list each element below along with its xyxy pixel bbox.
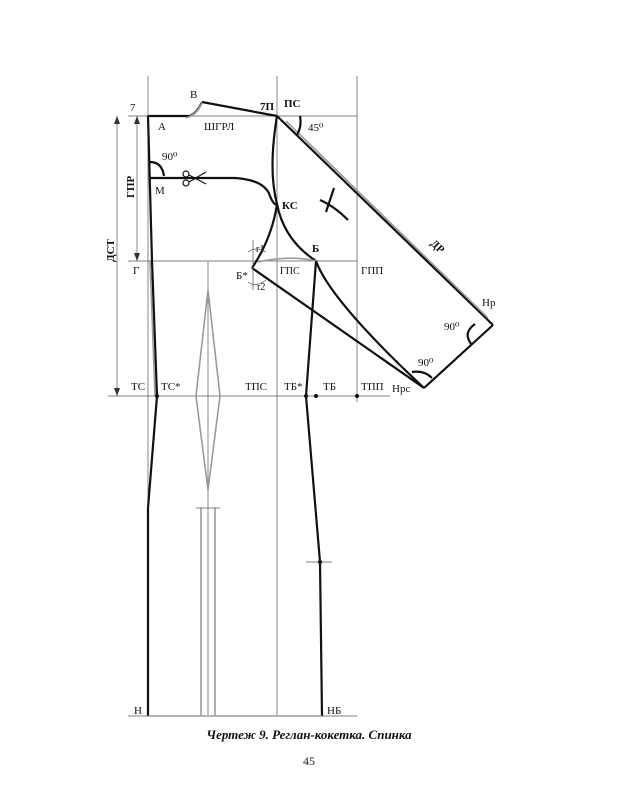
waist-dart xyxy=(195,262,221,716)
label-dr: ДР xyxy=(428,238,447,257)
point-tb-star xyxy=(304,394,308,398)
dart-shape xyxy=(195,289,221,491)
back-neckline-shadow xyxy=(185,101,203,119)
sleeve-top-shadow xyxy=(285,120,489,319)
point-hip-b xyxy=(318,560,322,564)
label-tb-star: ТБ* xyxy=(284,381,303,393)
label-nb: НБ xyxy=(327,705,341,717)
marks xyxy=(149,160,359,564)
dst-arrow-bottom xyxy=(114,388,120,396)
label-tps: ТПС xyxy=(245,381,267,393)
point-tb xyxy=(314,394,318,398)
yoke-line xyxy=(150,176,278,206)
label-gpr: ГПР xyxy=(125,175,137,198)
label-tpp: ТПП xyxy=(361,381,384,393)
center-back-line xyxy=(146,115,159,716)
label-ps: ПС xyxy=(284,98,301,110)
back-side-seam xyxy=(304,260,324,717)
angle-arc-nrs xyxy=(411,370,433,379)
label-m: М xyxy=(155,185,165,197)
sleeve-top-line xyxy=(276,115,494,326)
label-n: Н xyxy=(134,705,142,717)
angle-arc-m xyxy=(149,160,166,177)
label-b-star: Б* xyxy=(236,270,248,282)
raglan-sleeve xyxy=(251,115,494,389)
figure-caption: Чертеж 9. Реглан-кокетка. Спинка xyxy=(206,727,412,742)
scissors-icon xyxy=(182,170,207,187)
label-gpp: ГПП xyxy=(361,265,383,277)
r2-arc xyxy=(247,279,267,285)
back-contour xyxy=(146,100,324,717)
sleeve-lower-seam xyxy=(314,260,425,389)
label-90-nr: 90⁰ xyxy=(444,321,460,333)
gpr-arrow-top xyxy=(134,116,140,124)
point-tpp xyxy=(355,394,359,398)
label-r1: r1 xyxy=(256,244,264,255)
label-ts: ТС xyxy=(131,381,145,393)
label-ts-star: ТС* xyxy=(161,381,181,393)
label-7: 7 xyxy=(130,102,136,114)
angle-arc-nr xyxy=(466,323,476,346)
label-nr: Нр xyxy=(482,297,496,309)
angle-arc-45 xyxy=(296,115,302,136)
label-90-m: 90⁰ xyxy=(162,151,178,163)
label-v: В xyxy=(190,89,197,101)
label-90-nrs: 90⁰ xyxy=(418,357,434,369)
armhole-curve xyxy=(251,203,279,269)
page-number: 45 xyxy=(303,754,315,768)
sleeve-balance-mark xyxy=(319,198,349,221)
label-nrs: Нрс xyxy=(392,383,410,395)
sleeve-hem-line xyxy=(423,324,494,389)
label-a: А xyxy=(158,121,166,133)
label-gps: ГПС xyxy=(280,266,300,277)
label-g: Г xyxy=(133,265,139,277)
label-7p: 7П xyxy=(260,101,275,113)
armhole-shadow xyxy=(257,257,317,263)
labels: 7 А В ШГРЛ 7П ПС 45⁰ 90⁰ М ГПР ДСТ КС r1… xyxy=(105,89,496,717)
r1-arc xyxy=(247,248,267,253)
center-back-shadow xyxy=(149,259,156,397)
back-shoulder-line xyxy=(201,100,278,118)
sleeve-balance-tick xyxy=(324,187,336,213)
raglan-line-upper xyxy=(271,115,317,262)
dst-arrow-top xyxy=(114,116,120,124)
label-45: 45⁰ xyxy=(308,122,324,134)
point-ts xyxy=(155,394,159,398)
label-tb: ТБ xyxy=(323,381,336,393)
label-shgrl: ШГРЛ xyxy=(204,121,235,133)
gpr-arrow-bottom xyxy=(134,253,140,261)
label-r2: r2 xyxy=(257,282,265,293)
label-dst: ДСТ xyxy=(105,238,117,262)
label-b: Б xyxy=(312,243,319,255)
label-ks: КС xyxy=(282,200,298,212)
sleeve-underarm-seam xyxy=(251,267,425,389)
